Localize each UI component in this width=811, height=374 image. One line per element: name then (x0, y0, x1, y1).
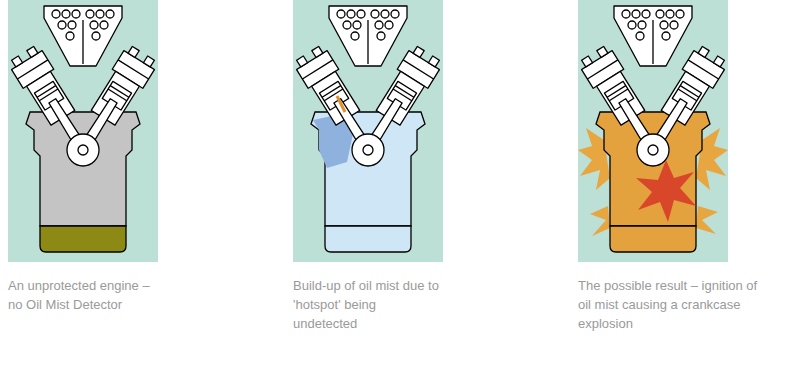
explosion-star (636, 160, 696, 222)
crankcase (311, 112, 425, 226)
engine-panel: An unprotected engine – no Oil Mist Dete… (8, 0, 158, 262)
oil-mist-cloud (313, 114, 353, 168)
explosion-burst (590, 206, 610, 236)
oil-sump (40, 226, 126, 252)
engine-oil-mist (292, 6, 443, 252)
explosion-burst (696, 206, 718, 234)
explosion-burst (696, 128, 728, 190)
engine-core (577, 6, 728, 166)
crankcase (596, 112, 710, 226)
engine-panel: The possible result – ignition of oil mi… (578, 0, 728, 262)
panel-caption: Build-up of oil mist due to 'hotspot' be… (293, 276, 443, 333)
explosion-burst (578, 128, 610, 190)
hotspot (337, 96, 345, 112)
engine-core (7, 6, 158, 166)
oil-sump (610, 226, 696, 252)
oil-sump (325, 226, 411, 252)
crankcase (26, 112, 140, 226)
engine-panel: Build-up of oil mist due to 'hotspot' be… (293, 0, 443, 262)
engine-unprotected (7, 6, 158, 252)
engine-explosion (577, 6, 728, 252)
engine-core (292, 6, 443, 166)
panel-caption: The possible result – ignition of oil mi… (578, 276, 768, 333)
panel-caption: An unprotected engine – no Oil Mist Dete… (8, 276, 158, 314)
